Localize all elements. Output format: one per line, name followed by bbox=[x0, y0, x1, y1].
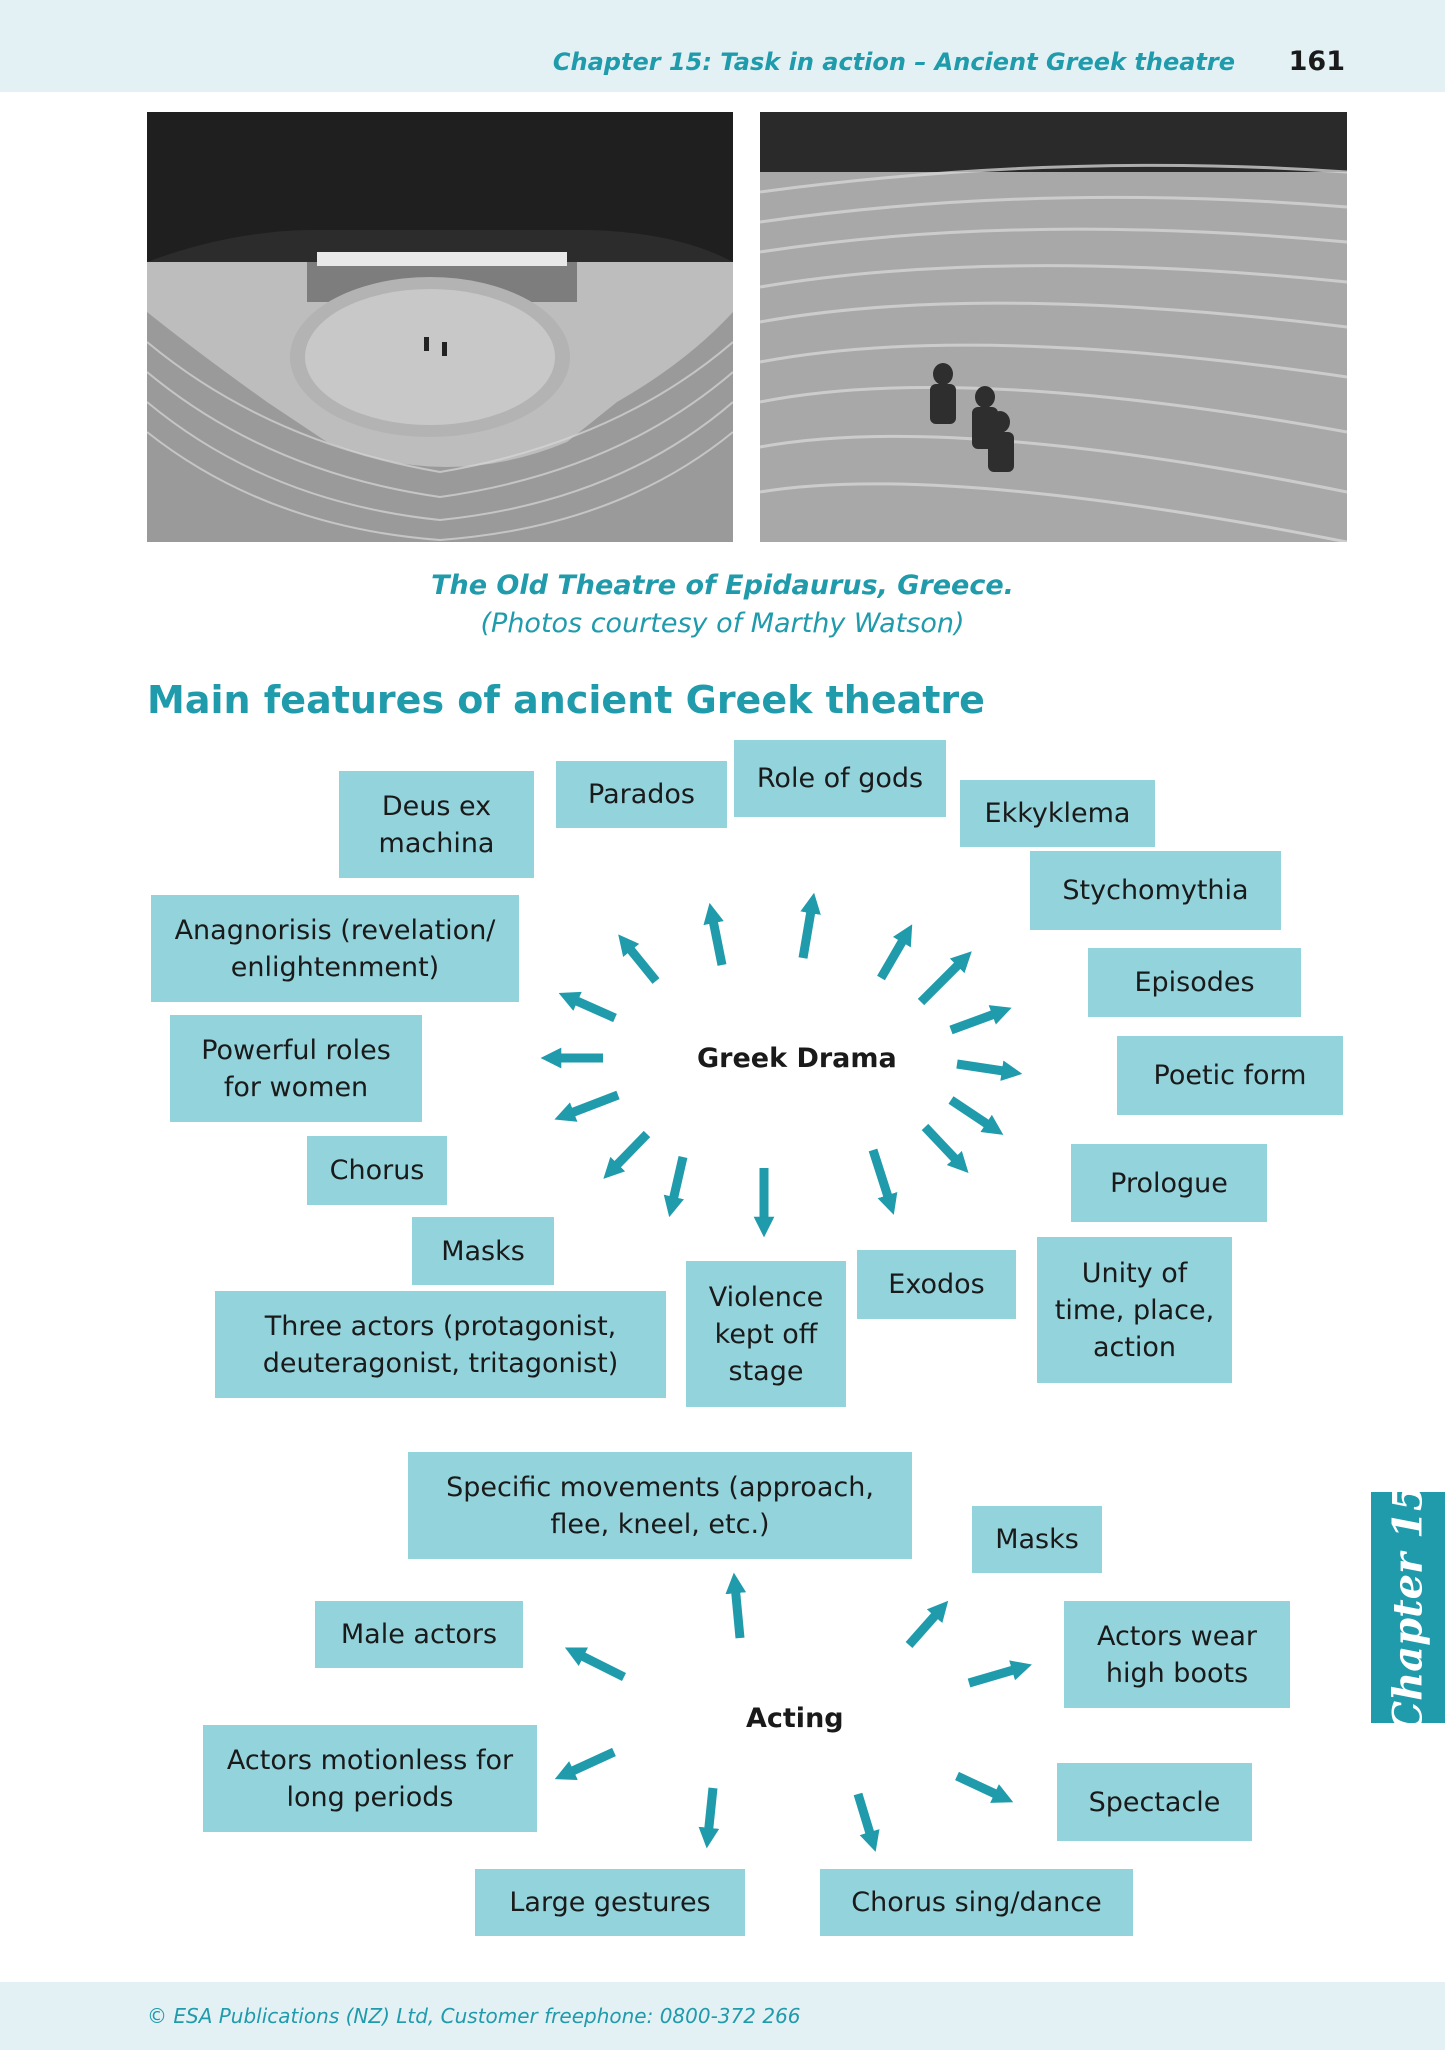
feature-exodos: Exodos bbox=[857, 1250, 1016, 1319]
arrow-gd-4 bbox=[917, 951, 972, 1006]
acting-male-actors: Male actors bbox=[315, 1601, 523, 1668]
arrow-ac-1 bbox=[725, 1572, 747, 1639]
chapter-tab-label: Chapter 15 bbox=[1384, 1482, 1432, 1733]
running-title: Chapter 15: Task in action – Ancient Gre… bbox=[552, 48, 1235, 76]
feature-masks: Masks bbox=[412, 1217, 554, 1285]
feature-prologue: Prologue bbox=[1071, 1144, 1267, 1222]
feature-chorus: Chorus bbox=[307, 1136, 447, 1205]
arrow-gd-5 bbox=[949, 1005, 1012, 1035]
feature-role-of-gods: Role of gods bbox=[734, 740, 946, 817]
arrow-ac-6 bbox=[955, 1771, 1014, 1803]
acting-motionless: Actors motionless for long periods bbox=[203, 1725, 537, 1832]
arrow-gd-15 bbox=[558, 991, 617, 1023]
arrow-ac-3 bbox=[564, 1647, 627, 1682]
feature-three-actors: Three actors (protagonist, deuteragonist… bbox=[215, 1291, 666, 1398]
feature-anagnorisis: Anagnorisis (revelation/ enlightenment) bbox=[151, 895, 519, 1002]
chapter-side-tab: Chapter 15 bbox=[1371, 1483, 1445, 1732]
feature-powerful-roles: Powerful roles for women bbox=[170, 1015, 422, 1122]
arrow-ac-7 bbox=[698, 1787, 720, 1849]
arrow-gd-16 bbox=[618, 934, 660, 984]
arrow-gd-11 bbox=[663, 1155, 688, 1218]
feature-unity: Unity of time, place, action bbox=[1037, 1237, 1232, 1383]
feature-episodes: Episodes bbox=[1088, 948, 1301, 1017]
feature-poetic-form: Poetic form bbox=[1117, 1036, 1343, 1115]
footer-band: © ESA Publications (NZ) Ltd, Customer fr… bbox=[0, 1982, 1445, 2050]
photo-caption-title: The Old Theatre of Epidaurus, Greece. bbox=[431, 570, 1014, 601]
arrow-gd-7 bbox=[948, 1096, 1004, 1135]
header-band: Chapter 15: Task in action – Ancient Gre… bbox=[0, 0, 1445, 92]
acting-spectacle: Spectacle bbox=[1057, 1763, 1252, 1841]
acting-specific-movements: Specific movements (approach, flee, knee… bbox=[408, 1452, 912, 1559]
arrow-gd-12 bbox=[603, 1130, 651, 1179]
arrow-gd-13 bbox=[554, 1090, 620, 1122]
photo-caption-credit: (Photos courtesy of Marthy Watson) bbox=[480, 608, 965, 639]
acting-center: Acting bbox=[746, 1703, 844, 1734]
acting-chorus-sing: Chorus sing/dance bbox=[820, 1869, 1133, 1936]
feature-violence: Violence kept off stage bbox=[686, 1261, 846, 1407]
arrow-gd-6 bbox=[956, 1059, 1023, 1081]
arrow-ac-2 bbox=[905, 1600, 949, 1648]
page-number: 161 bbox=[1288, 46, 1345, 77]
arrow-gd-1 bbox=[703, 902, 727, 966]
arrow-ac-8 bbox=[853, 1792, 880, 1852]
feature-ekkyklema: Ekkyklema bbox=[960, 780, 1155, 847]
feature-deus-ex-machina: Deus ex machina bbox=[339, 771, 534, 878]
greek-drama-center: Greek Drama bbox=[697, 1043, 897, 1074]
acting-large-gestures: Large gestures bbox=[475, 1869, 745, 1936]
footer-copyright: © ESA Publications (NZ) Ltd, Customer fr… bbox=[147, 2004, 801, 2028]
arrow-gd-8 bbox=[921, 1123, 969, 1174]
photo-theatre-seating bbox=[760, 112, 1347, 542]
arrow-gd-2 bbox=[798, 892, 821, 959]
arrow-ac-5 bbox=[554, 1747, 616, 1780]
photo-theatre-orchestra bbox=[147, 112, 733, 542]
feature-parados: Parados bbox=[556, 761, 727, 828]
arrow-gd-9 bbox=[868, 1148, 898, 1215]
acting-masks: Masks bbox=[972, 1506, 1102, 1573]
arrow-gd-3 bbox=[877, 924, 913, 981]
section-title: Main features of ancient Greek theatre bbox=[147, 678, 985, 722]
acting-high-boots: Actors wear high boots bbox=[1064, 1601, 1290, 1708]
feature-stychomythia: Stychomythia bbox=[1030, 851, 1281, 930]
arrow-ac-4 bbox=[967, 1660, 1032, 1688]
